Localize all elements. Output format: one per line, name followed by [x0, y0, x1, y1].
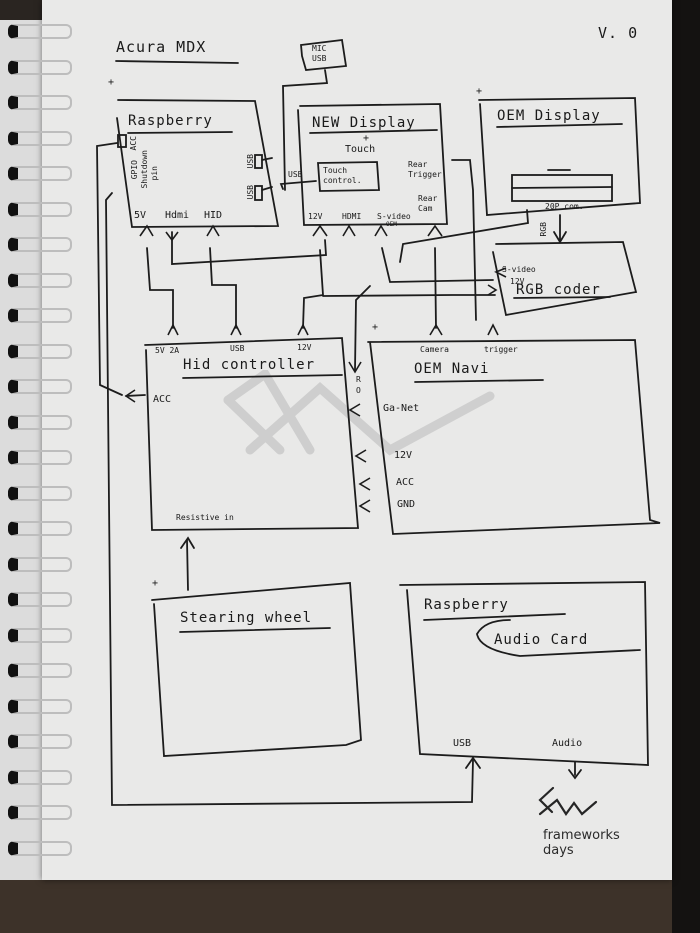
- usb-port: USB: [453, 738, 472, 749]
- watermark-logo: [223, 370, 495, 456]
- spiral-ring: [8, 130, 72, 146]
- acc-port: ACC: [396, 477, 415, 488]
- ganet-port: Ga-Net: [383, 403, 420, 414]
- page-title: Acura MDX: [116, 38, 207, 56]
- steering-wheel-title: Stearing wheel: [180, 610, 313, 626]
- spiral-ring: [8, 272, 72, 288]
- rear-trigger-label: Rear Trigger: [408, 160, 442, 179]
- spiral-ring: [8, 343, 72, 359]
- spiral-ring: [8, 166, 72, 181]
- port-svideo: S-video: [377, 212, 411, 221]
- new-display-title: NEW Display: [312, 115, 416, 131]
- usb-label: USB: [312, 54, 327, 63]
- oem-display-title: OEM Display: [497, 108, 601, 124]
- port-hdmi: Hdmi: [165, 210, 190, 221]
- port-usb: USB: [230, 344, 245, 353]
- plus-label: +: [363, 133, 370, 144]
- spiral-ring: [8, 201, 72, 217]
- mic-label: MIC: [312, 44, 327, 53]
- spiral-ring: [8, 24, 72, 39]
- spiral-ring: [8, 805, 72, 820]
- port-hid: HID: [204, 210, 223, 221]
- plus-mark: +: [372, 322, 379, 333]
- desk-background: [0, 878, 700, 933]
- version-label: V. 0: [598, 24, 639, 42]
- spiral-ring: [8, 237, 72, 252]
- spiral-ring: [8, 698, 72, 714]
- spiral-ring: [8, 769, 72, 785]
- camera-port: Camera: [420, 345, 449, 354]
- hid-controller-title: Hid controller: [183, 357, 316, 373]
- usb-label: USB: [288, 170, 303, 179]
- gnd-port: GND: [397, 499, 416, 510]
- spiral-ring: [8, 379, 72, 394]
- spiral-ring: [8, 485, 72, 501]
- port-hdmi: HDMI: [342, 212, 362, 221]
- spiral-ring: [8, 308, 72, 323]
- spiral-ring: [8, 450, 72, 465]
- port-12v: 12V: [308, 212, 323, 221]
- spiral-ring: [8, 521, 72, 536]
- acc-label: ACC: [153, 394, 172, 405]
- audio-card-title-1: Raspberry: [424, 597, 509, 613]
- connector-label: 20P com.: [545, 202, 584, 211]
- spiral-ring: [8, 663, 72, 678]
- trigger-port: trigger: [484, 345, 518, 354]
- touch-control-box: Touch control.: [323, 166, 362, 185]
- spiral-ring: [8, 556, 72, 572]
- port-12v: 12V: [297, 343, 312, 352]
- arrow: [139, 224, 154, 237]
- port-5v-2a: 5V 2A: [155, 346, 180, 355]
- oem-navi-title: OEM Navi: [414, 361, 490, 377]
- rgb-coder-title: RGB coder: [516, 282, 601, 298]
- raspberry-title: Raspberry: [128, 113, 213, 129]
- plus-mark: +: [108, 77, 115, 88]
- spiral-ring: [8, 734, 72, 749]
- spiral-ring: [8, 95, 72, 110]
- rear-cam-label: Rear Cam: [418, 194, 438, 213]
- plus-mark: +: [152, 578, 159, 589]
- audio-card-title-2: Audio Card: [494, 632, 589, 648]
- shadow-edge: [672, 0, 700, 933]
- resistive-in-label: Resistive in: [176, 513, 234, 522]
- oem-sublabel: OEM: [386, 221, 397, 228]
- 12v-port: 12V: [394, 450, 413, 461]
- logo-line-1: frameworks: [543, 828, 620, 843]
- logo-line-2: days: [543, 843, 574, 858]
- audio-port: Audio: [552, 738, 583, 749]
- plus-mark: +: [476, 86, 483, 97]
- spiral-ring: [8, 592, 72, 607]
- spiral-ring: [8, 627, 72, 643]
- spiral-ring: [8, 59, 72, 75]
- spiral-ring: [8, 414, 72, 430]
- notebook-page: [42, 0, 672, 880]
- port-5v: 5V: [134, 210, 147, 221]
- touch-label: Touch: [345, 144, 376, 155]
- ro-label: R O: [356, 375, 361, 395]
- svideo-input: S-video: [502, 265, 536, 274]
- spiral-ring: [8, 840, 72, 856]
- mic-usb-box: MIC USB: [312, 44, 326, 64]
- 12v-input: 12V: [510, 277, 525, 286]
- logo-text: frameworks days: [543, 828, 620, 858]
